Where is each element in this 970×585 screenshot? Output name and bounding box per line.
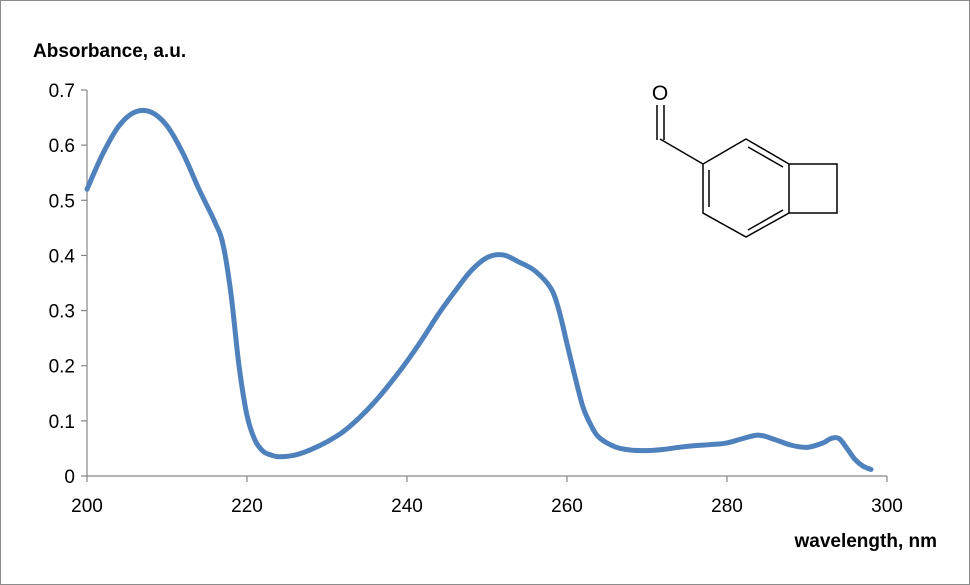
- chemical-structure: [656, 105, 838, 238]
- y-tick-label: 0.3: [49, 302, 75, 323]
- ring-double-bond-2: [747, 209, 784, 231]
- y-tick-label: 0: [64, 467, 75, 488]
- aldehyde-bond: [659, 138, 704, 165]
- y-tick-label: 0.7: [49, 81, 75, 102]
- x-tick-label: 300: [871, 496, 903, 517]
- y-tick-label: 0.2: [49, 357, 75, 378]
- y-tick-label: 0.4: [49, 246, 76, 267]
- oxygen-atom-label: O: [652, 82, 668, 105]
- x-tick-label: 280: [711, 496, 743, 517]
- x-axis-title: wavelength, nm: [793, 531, 937, 552]
- benzene-ring: [702, 138, 790, 238]
- x-axis-ticks: 200 220 240 260 280 300: [71, 476, 903, 517]
- x-tick-label: 220: [231, 496, 263, 517]
- series-line-absorbance: [84, 107, 874, 472]
- y-tick-label: 0.1: [49, 412, 75, 433]
- x-tick-label: 260: [551, 496, 583, 517]
- y-axis-ticks: 0 0.1 0.2 0.3 0.4 0.5 0.6 0.7: [49, 81, 87, 488]
- y-axis-title: Absorbance, a.u.: [33, 41, 186, 62]
- ring-double-bond-1: [747, 146, 784, 168]
- y-tick-label: 0.5: [49, 191, 75, 212]
- x-tick-label: 200: [71, 496, 103, 517]
- x-tick-label: 240: [391, 496, 423, 517]
- y-tick-label: 0.6: [49, 136, 75, 157]
- cyclobutane-ring: [789, 163, 838, 214]
